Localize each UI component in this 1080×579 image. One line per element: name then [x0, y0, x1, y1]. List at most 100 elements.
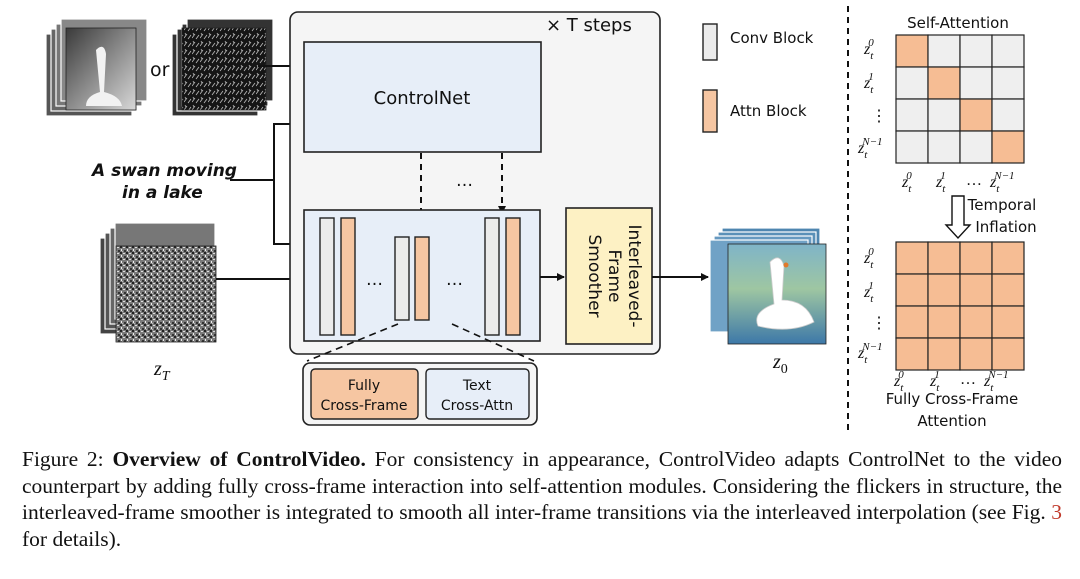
or-label: or — [150, 59, 170, 81]
svg-text:zt0: zt0 — [893, 369, 904, 394]
self-attention-matrix — [895, 34, 1025, 164]
text-cross-attn-label-1: Text — [462, 378, 492, 394]
attn-block — [505, 217, 521, 336]
svg-text:ztN−1: ztN−1 — [857, 341, 883, 366]
conv-block — [319, 217, 335, 336]
svg-text:ztN−1: ztN−1 — [857, 136, 883, 161]
legend-conv-label: Conv Block — [730, 29, 814, 47]
attention-cell — [927, 305, 961, 339]
controlnet-box — [303, 41, 542, 153]
figure-title: Overview of ControlVideo. — [112, 447, 366, 471]
zoom-lines — [306, 323, 535, 362]
attention-cell — [895, 66, 929, 100]
svg-text:Smoother: Smoother — [584, 234, 604, 317]
controlnet-dots: … — [456, 171, 473, 191]
svg-text:zt0: zt0 — [863, 246, 874, 271]
attention-cell — [959, 273, 993, 307]
svg-text:zt1: zt1 — [863, 71, 874, 96]
unet-dots-right: … — [446, 270, 463, 290]
figure-caption: Figure 2: Overview of ControlVideo. For … — [22, 446, 1062, 552]
smoother-label: Interleaved- Frame Smoother — [584, 225, 644, 328]
attention-cell — [991, 66, 1025, 100]
edge-map-stack — [171, 18, 274, 117]
steps-label: × T steps — [546, 15, 632, 36]
text-cross-attn-block — [425, 368, 530, 420]
attention-cell — [959, 337, 993, 371]
svg-text:zt1: zt1 — [863, 280, 874, 305]
noise-latent-stack — [99, 222, 217, 343]
attention-cell — [895, 241, 929, 275]
figure-number: Figure 2: — [22, 447, 104, 471]
fully-cross-frame-attention-label-2: Attention — [917, 412, 986, 430]
attention-cell — [927, 66, 961, 100]
svg-text:…: … — [966, 172, 982, 189]
attention-cell — [927, 98, 961, 132]
attention-cell — [895, 305, 929, 339]
fully-cross-frame-label-1: Fully — [348, 378, 380, 394]
fully-cross-frame-attention-label-1: Fully Cross-Frame — [886, 390, 1019, 408]
svg-text:Frame: Frame — [604, 250, 624, 303]
svg-text:zt0: zt0 — [901, 170, 912, 195]
legend-attn-label: Attn Block — [730, 102, 807, 120]
attention-cell — [927, 241, 961, 275]
attention-cell — [895, 130, 929, 164]
attention-cell — [927, 130, 961, 164]
output-video-stack — [709, 227, 827, 345]
conv-block — [394, 236, 410, 321]
legend-conv-swatch — [702, 23, 718, 61]
conv-block — [484, 217, 500, 336]
attention-cell — [895, 273, 929, 307]
svg-text:⋮: ⋮ — [871, 315, 887, 332]
svg-text:ztN−1: ztN−1 — [989, 170, 1015, 195]
text-cross-attn-label-2: Cross-Attn — [441, 398, 513, 414]
attn-block — [340, 217, 356, 336]
fully-cross-frame-matrix — [895, 241, 1025, 371]
smoother-box — [565, 207, 653, 345]
fully-cross-frame-block — [310, 368, 419, 420]
attention-cell — [895, 34, 929, 68]
temporal-label-1: Temporal — [967, 196, 1037, 214]
attention-cell — [959, 241, 993, 275]
attention-cell — [991, 273, 1025, 307]
attention-cell — [959, 98, 993, 132]
svg-text:⋮: ⋮ — [871, 108, 887, 125]
attention-cell — [959, 305, 993, 339]
cross-frame-row-labels: zt0 zt1 ⋮ ztN−1 — [857, 246, 887, 366]
svg-text:zt1: zt1 — [929, 369, 940, 394]
attention-cell — [959, 66, 993, 100]
self-attention-col-labels: zt0 zt1 … ztN−1 — [901, 170, 1015, 195]
attention-cell — [991, 34, 1025, 68]
attention-cell — [991, 337, 1025, 371]
cross-frame-col-labels: zt0 zt1 … ztN−1 — [893, 369, 1009, 394]
attention-cell — [895, 98, 929, 132]
temporal-inflation-arrow — [944, 195, 972, 240]
attention-cell — [895, 337, 929, 371]
z0-label: z0 — [772, 351, 788, 377]
attention-cell — [927, 337, 961, 371]
unet-dots-left: … — [366, 270, 383, 290]
controlnet-label: ControlNet — [374, 88, 471, 109]
caption-body-2: for details). — [22, 526, 122, 551]
self-attention-title: Self-Attention — [907, 14, 1009, 32]
fully-cross-frame-label-2: Cross-Frame — [320, 398, 407, 414]
attention-cell — [991, 98, 1025, 132]
attention-cell — [991, 241, 1025, 275]
attn-block — [414, 236, 430, 321]
attention-cell — [959, 130, 993, 164]
attention-cell — [991, 130, 1025, 164]
attention-cell — [959, 34, 993, 68]
svg-text:…: … — [960, 371, 976, 388]
prompt-line-2: in a lake — [122, 183, 203, 203]
prompt-line-1: A swan moving — [90, 161, 237, 181]
svg-text:zt0: zt0 — [863, 37, 874, 62]
depth-map-stack — [45, 18, 148, 117]
swan-image — [756, 257, 815, 330]
figure-reference-link[interactable]: 3 — [1051, 500, 1062, 524]
unet-blocks — [319, 217, 521, 336]
attention-cell — [991, 305, 1025, 339]
swan-depth-silhouette — [86, 46, 122, 106]
legend-attn-swatch — [702, 89, 718, 133]
attention-cell — [927, 34, 961, 68]
attention-cell — [927, 273, 961, 307]
